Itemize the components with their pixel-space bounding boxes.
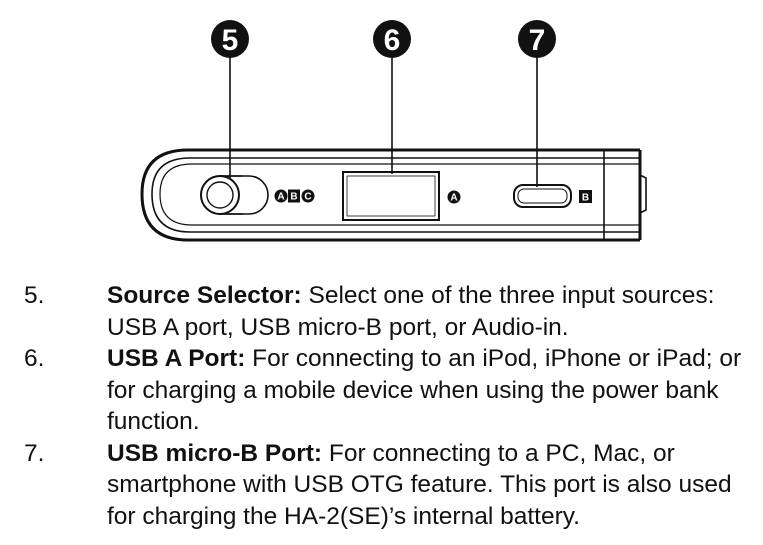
list-item-usb-micro-b-port: 7. USB micro-B Port: For connecting to a… [0, 438, 763, 533]
svg-text:A: A [450, 193, 457, 204]
item-term: USB A Port: [107, 345, 246, 372]
usb-micro-b-port [513, 184, 572, 208]
usb-micro-b-tag: B [579, 190, 592, 204]
callout-lines [229, 56, 538, 187]
device-body [140, 148, 647, 242]
svg-text:B: B [582, 193, 589, 204]
svg-text:A: A [277, 192, 284, 203]
description-list: 5. Source Selector: Select one of the th… [0, 280, 763, 532]
item-term: Source Selector: [107, 282, 302, 309]
item-number: 6. [24, 345, 45, 372]
device-diagram: A B C A B 5 6 7 [140, 20, 647, 242]
source-tag-b: B [288, 189, 300, 203]
list-item-source-selector: 5. Source Selector: Select one of the th… [0, 280, 763, 343]
source-selector-switch [200, 175, 269, 215]
item-number: 7. [24, 439, 45, 467]
svg-text:6: 6 [384, 24, 401, 57]
callout-7-badge: 7 [518, 20, 556, 58]
callout-5-badge: 5 [211, 20, 249, 58]
svg-text:5: 5 [222, 24, 239, 57]
item-description: For connecting to an iPod, iPhone or iPa… [107, 345, 742, 435]
list-item-usb-a-port: 6. USB A Port: For connecting to an iPod… [0, 343, 763, 438]
svg-text:7: 7 [529, 24, 546, 57]
item-description: Select one of the three input sources: U… [107, 282, 715, 341]
source-tag-c: C [301, 189, 315, 203]
source-tag-a: A [274, 189, 288, 203]
svg-text:C: C [304, 192, 311, 203]
callout-6-badge: 6 [373, 20, 411, 58]
item-description: For connecting to a PC, Mac, or smartpho… [107, 439, 732, 530]
usb-a-port [342, 171, 440, 221]
svg-text:B: B [290, 192, 297, 203]
usb-a-tag: A [447, 190, 461, 204]
item-term: USB micro-B Port: [107, 439, 323, 467]
item-number: 5. [24, 282, 45, 309]
